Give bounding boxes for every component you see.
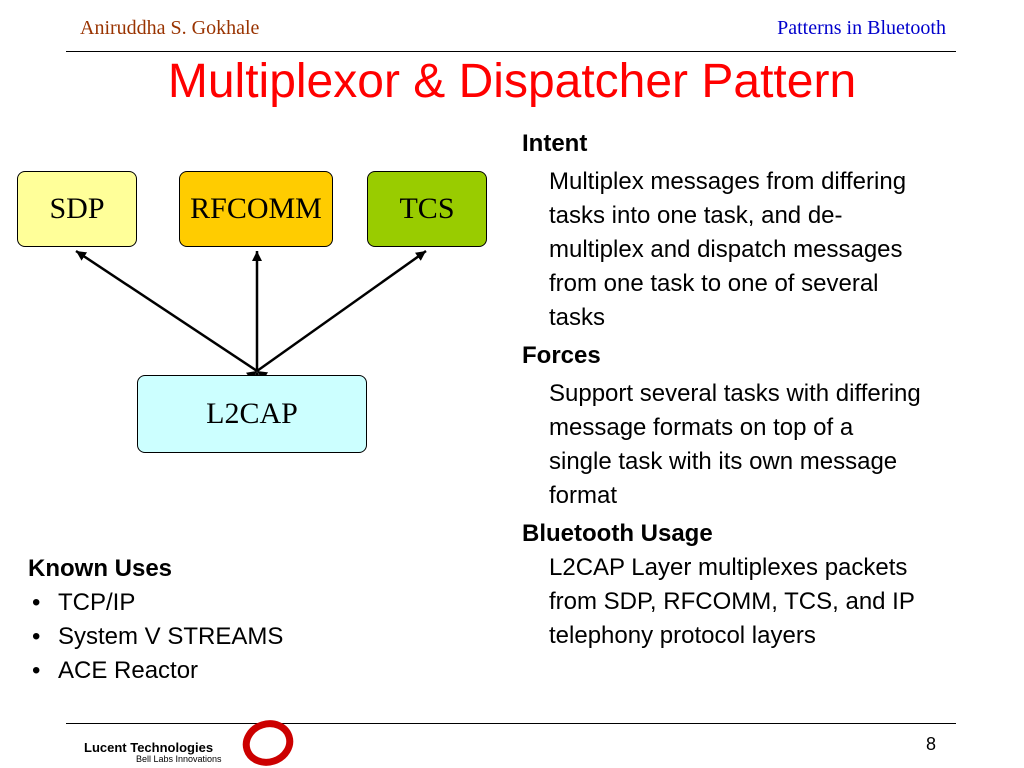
- intent-line: tasks: [549, 304, 606, 331]
- forces-line: format: [549, 482, 618, 509]
- bluetooth-usage-line: telephony protocol layers: [549, 622, 816, 649]
- logo-company-name: Lucent Technologies: [84, 740, 214, 755]
- header-topic: Patterns in Bluetooth: [777, 17, 946, 39]
- lucent-ring-logo-icon: [242, 720, 294, 766]
- sdp-label: SDP: [49, 192, 105, 225]
- tcs-box: TCS: [367, 171, 487, 247]
- page-number: 8: [926, 734, 937, 754]
- intent-line: from one task to one of several: [549, 270, 879, 297]
- intent-line: multiplex and dispatch messages: [549, 236, 903, 263]
- known-use-item: ACE Reactor: [28, 654, 283, 688]
- l2cap-label: L2CAP: [206, 397, 298, 430]
- tcs-label: TCS: [399, 192, 455, 225]
- sdp-box: SDP: [17, 171, 137, 247]
- lucent-logo-text: Lucent Technologies Bell Labs Innovation…: [84, 740, 222, 764]
- bluetooth-usage-heading: Bluetooth Usage: [522, 520, 713, 547]
- known-uses: Known Uses TCP/IP System V STREAMS ACE R…: [28, 552, 283, 688]
- intent-line: tasks into one task, and de-: [549, 202, 843, 229]
- slide-title: Multiplexor & Dispatcher Pattern: [167, 55, 857, 108]
- forces-line: message formats on top of a: [549, 414, 854, 441]
- known-uses-list: TCP/IP System V STREAMS ACE Reactor: [28, 586, 283, 688]
- forces-line: single task with its own message: [549, 448, 898, 475]
- arrow-l2cap-tcs: [245, 249, 427, 381]
- logo-tagline: Bell Labs Innovations: [136, 754, 222, 764]
- bluetooth-usage-line: L2CAP Layer multiplexes packets: [549, 554, 908, 581]
- intent-body: Multiplex messages from differing tasks …: [549, 165, 1002, 335]
- header-author: Aniruddha S. Gokhale: [80, 17, 260, 39]
- known-use-item: System V STREAMS: [28, 620, 283, 654]
- bluetooth-usage-line: from SDP, RFCOMM, TCS, and IP: [549, 588, 915, 615]
- bluetooth-usage-body: L2CAP Layer multiplexes packets from SDP…: [549, 551, 1002, 653]
- header-divider: [66, 51, 956, 52]
- rfcomm-box: RFCOMM: [179, 171, 333, 247]
- forces-body: Support several tasks with differing mes…: [549, 377, 1002, 513]
- forces-line: Support several tasks with differing: [549, 380, 921, 407]
- known-use-item: TCP/IP: [28, 586, 283, 620]
- footer-divider: [66, 723, 956, 724]
- forces-heading: Forces: [522, 342, 601, 369]
- rfcomm-label: RFCOMM: [190, 192, 322, 225]
- intent-line: Multiplex messages from differing: [549, 168, 907, 195]
- l2cap-box: L2CAP: [137, 375, 367, 453]
- arrow-l2cap-sdp: [75, 249, 269, 381]
- known-uses-heading: Known Uses: [28, 555, 173, 582]
- pattern-description: Intent Multiplex messages from differing…: [522, 127, 1002, 653]
- intent-heading: Intent: [522, 130, 588, 157]
